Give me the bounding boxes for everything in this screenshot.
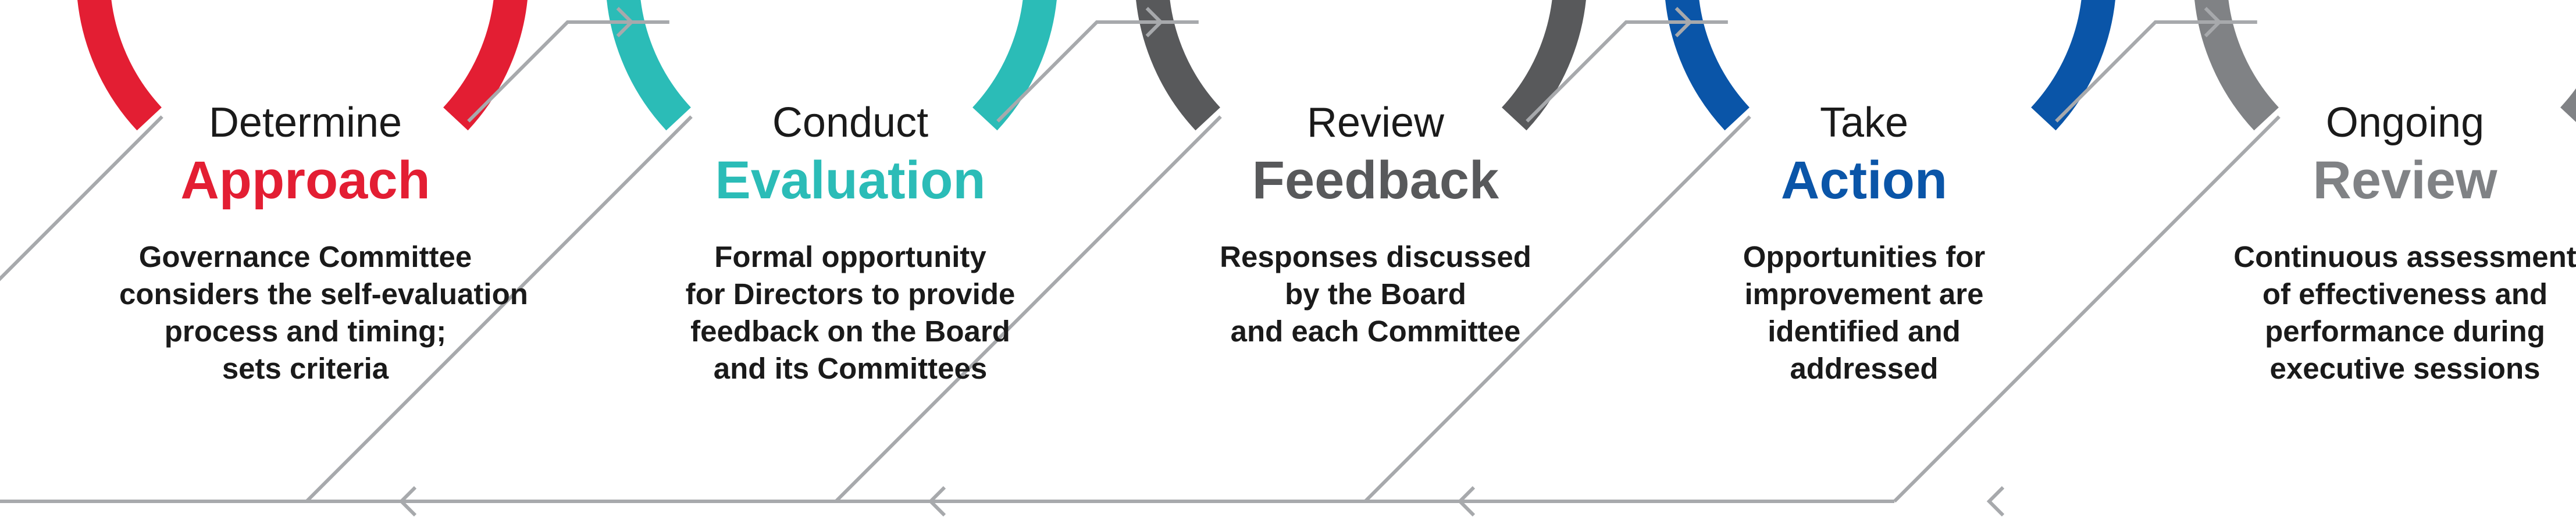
top-connector (996, 20, 1199, 123)
bottom-connector (0, 115, 163, 281)
arrowhead-left (398, 486, 417, 517)
description-line: and its Committees (713, 352, 988, 385)
stage-conduct-evaluation: Conduct Evaluation Formal opportunity fo… (664, 0, 1036, 524)
stage-title: Feedback (1252, 151, 1499, 210)
arrowhead-left (928, 486, 946, 517)
bottom-connector (835, 115, 1222, 503)
bottom-connector (305, 115, 693, 503)
description-line: process and timing; (164, 315, 447, 348)
description-line: executive sessions (2269, 352, 2541, 385)
description-line: for Directors to provide (685, 277, 1016, 311)
arrowhead-right (616, 6, 635, 38)
top-connector (2055, 20, 2257, 123)
description-line: of effectiveness and (2262, 277, 2548, 311)
description-line: Opportunities for (1743, 240, 1986, 273)
description-line: by the Board (1285, 277, 1466, 311)
stage-verb: Take (1819, 99, 1909, 146)
description-line: identified and (1768, 315, 1961, 348)
description-line: feedback on the Board (690, 315, 1010, 348)
description-line: Governance Committee (138, 240, 472, 273)
stage-description: Opportunities for improvement are identi… (1678, 238, 2050, 387)
description-line: Responses discussed (1220, 240, 1531, 273)
stage-description: Governance Committee considers the self-… (119, 238, 528, 387)
stage-title: Action (1780, 151, 1948, 210)
stage-title: Evaluation (715, 151, 986, 210)
stage-verb: Determine (208, 99, 402, 146)
stage-ongoing-review: Ongoing Review Continuous assessment of … (2219, 0, 2576, 524)
description-line: Formal opportunity (714, 240, 986, 273)
top-connector (1526, 20, 1728, 123)
stage-verb: Conduct (772, 99, 929, 146)
stage-determine-approach: Determine Approach Governance Committee … (119, 0, 528, 524)
stage-take-action: Take Action Opportunities for improvemen… (1678, 0, 2050, 524)
arrowhead-right (1674, 6, 1693, 38)
stage-description: Responses discussed by the Board and eac… (1189, 238, 1562, 350)
arrowhead-right (1145, 6, 1164, 38)
description-line: Continuous assessment (2233, 240, 2576, 273)
stage-description: Continuous assessment of effectiveness a… (2219, 238, 2576, 387)
stage-verb: Ongoing (2325, 99, 2485, 146)
flow-connectors (0, 6, 2281, 517)
description-line: improvement are (1744, 277, 1984, 311)
stage-review-feedback: Review Feedback Responses discussed by t… (1189, 0, 1562, 524)
description-line: sets criteria (222, 352, 389, 385)
description-line: considers the self-evaluation (119, 277, 528, 311)
bottom-connector (1893, 115, 2281, 503)
arrowhead-right (2204, 6, 2222, 38)
arrowhead-left (1986, 486, 2005, 517)
stage-title: Approach (180, 151, 430, 210)
stage-title: Review (2313, 151, 2497, 210)
stage-description: Formal opportunity for Directors to prov… (664, 238, 1036, 387)
bottom-connector (1364, 115, 1751, 503)
description-line: performance during (2265, 315, 2545, 348)
description-line: addressed (1790, 352, 1939, 385)
top-connector (467, 20, 669, 123)
description-line: and each Committee (1230, 315, 1521, 348)
stage-verb: Review (1306, 99, 1445, 146)
arrowhead-left (1457, 486, 1476, 517)
